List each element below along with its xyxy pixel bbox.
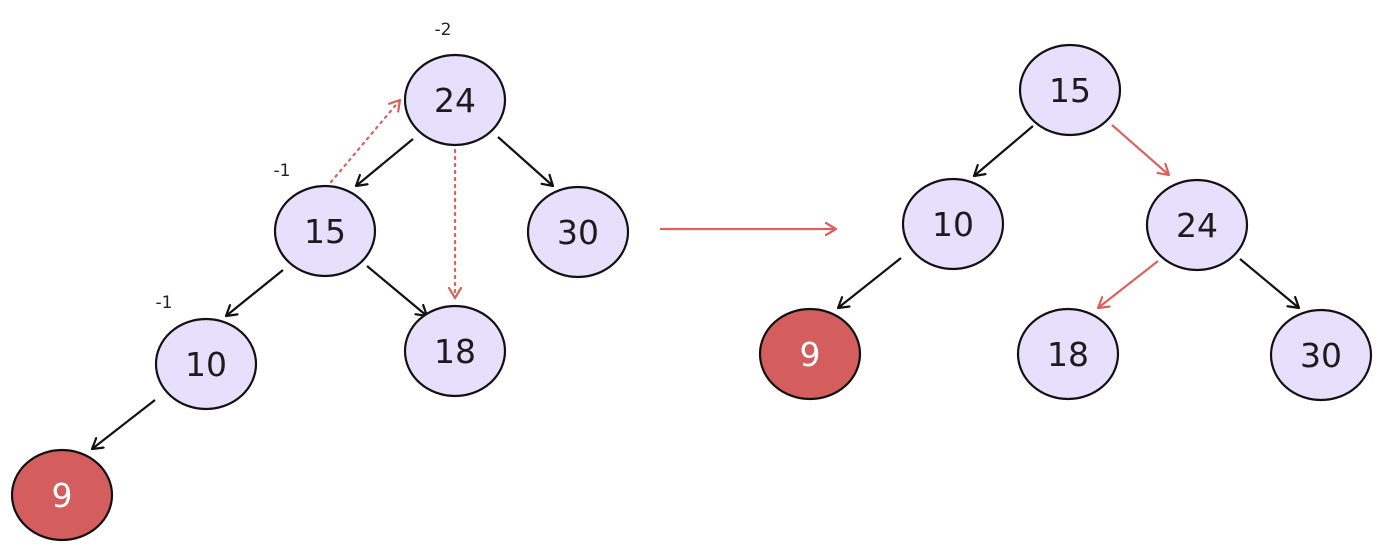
node-10: 10 xyxy=(154,317,258,411)
node-label: 15 xyxy=(1049,71,1091,110)
node-30: 30 xyxy=(526,185,630,279)
node-30: 30 xyxy=(1269,308,1373,402)
edge-10-9 xyxy=(92,399,156,449)
node-label: 24 xyxy=(1176,206,1218,245)
edge-15-10 xyxy=(974,125,1034,176)
node-label: 9 xyxy=(800,335,821,374)
node-24: 24 xyxy=(1145,178,1249,272)
edge-24-15 xyxy=(356,138,414,186)
edge-15-18 xyxy=(366,265,427,316)
node-label: 10 xyxy=(185,345,227,384)
node-label: 30 xyxy=(1300,336,1342,375)
balance-factor-24: -2 xyxy=(435,20,452,40)
edge-15-24 xyxy=(1111,124,1169,175)
edge-24-18 xyxy=(1098,260,1159,308)
balance-factor-15: -1 xyxy=(274,161,291,181)
node-24: 24 xyxy=(403,53,507,147)
node-10: 10 xyxy=(901,177,1005,271)
node-label: 30 xyxy=(557,213,599,252)
node-18: 18 xyxy=(1016,307,1120,401)
node-label: 10 xyxy=(932,205,974,244)
tree-after: 15 10 24 9 18 30 xyxy=(758,43,1373,402)
edge-24-30 xyxy=(1239,258,1299,308)
node-label: 18 xyxy=(434,332,476,371)
node-15-root: 15 xyxy=(1018,43,1122,137)
edge-24-30 xyxy=(497,136,553,186)
node-label: 18 xyxy=(1047,335,1089,374)
node-label: 15 xyxy=(304,212,346,251)
tree-before: 24 15 30 10 18 9 -2 -1 -1 xyxy=(10,20,630,542)
edge-10-9 xyxy=(838,257,902,308)
node-label: 9 xyxy=(52,476,73,515)
rotation-hint-15-to-root xyxy=(329,98,402,184)
node-label: 24 xyxy=(434,81,476,120)
node-9-inserted: 9 xyxy=(10,448,114,542)
edge-15-10 xyxy=(226,269,284,316)
node-18: 18 xyxy=(403,304,507,398)
balance-factor-10: -1 xyxy=(156,293,173,313)
node-9-inserted: 9 xyxy=(758,307,862,401)
node-15: 15 xyxy=(273,184,377,278)
